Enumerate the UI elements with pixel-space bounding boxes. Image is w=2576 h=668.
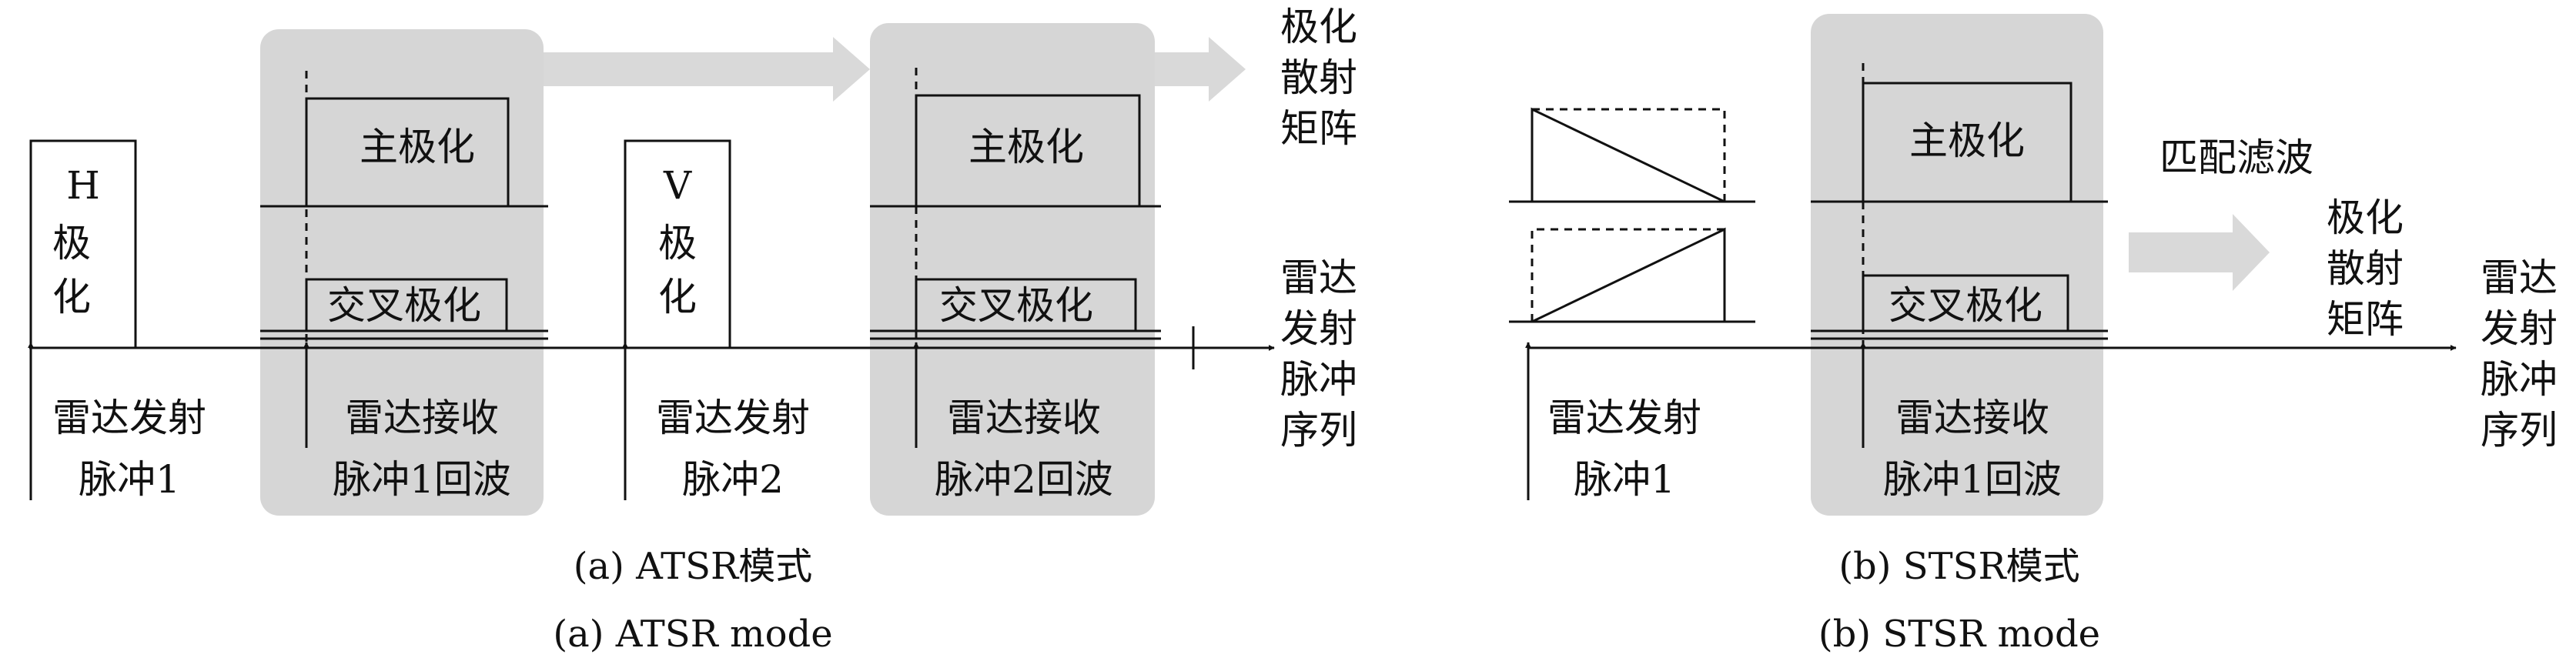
main-pol-label-2: 主极化 <box>969 125 1084 169</box>
cross-pol-pulse-b <box>1862 274 2069 331</box>
caption-a-en: (a) ATSR mode <box>553 613 832 656</box>
main-pol-pulse-b <box>1862 82 2073 202</box>
pulse-train-a-line1: 雷达 <box>1280 256 1357 300</box>
tx-1-label-line1: 雷达发射 <box>52 396 206 440</box>
flow-arrow-1 <box>544 37 870 102</box>
v-pol-pulse-box <box>624 139 731 349</box>
cross-pol-label-b: 交叉极化 <box>1889 283 2042 328</box>
matched-filter-arrow <box>2129 214 2270 291</box>
main-pol-label-b: 主极化 <box>1909 119 2025 163</box>
rx-2-label-line1: 雷达接收 <box>947 396 1101 440</box>
rx-window-1-shade <box>260 29 544 516</box>
pulse-train-b-line4: 序列 <box>2481 408 2558 453</box>
h-pol-label-1: H <box>66 163 100 208</box>
scatter-matrix-b-line1: 极化 <box>2327 195 2404 240</box>
cross-pol-pulse-2 <box>915 278 1137 331</box>
rx-2-label-line2: 脉冲2回波 <box>935 457 1113 502</box>
tx-1-label-line2: 脉冲1 <box>79 457 180 502</box>
caption-b-en: (b) STSR mode <box>1818 613 2100 656</box>
rx-window-b-shade <box>1811 14 2103 516</box>
pulse-train-a-line4: 序列 <box>1280 408 1357 453</box>
scatter-matrix-a-line1: 极化 <box>1280 5 1357 49</box>
v-pol-label-1: V <box>663 163 692 208</box>
pulse-train-a-line2: 发射 <box>1280 306 1357 351</box>
tx-2-label-line2: 脉冲2 <box>682 457 784 502</box>
main-pol-pulse-2 <box>915 94 1141 206</box>
h-pol-label-2: 极 <box>52 221 91 266</box>
down-chirp-solid <box>1531 107 1725 203</box>
main-pol-label-1: 主极化 <box>360 125 475 169</box>
flow-arrow-2 <box>1155 37 1246 102</box>
tx-b-label-line1: 雷达发射 <box>1547 396 1701 440</box>
tx-b-label-line2: 脉冲1 <box>1574 457 1675 502</box>
v-pol-label-2: 极 <box>658 221 697 266</box>
rx-1-label-line2: 脉冲1回波 <box>333 457 511 502</box>
v-pol-label-3: 化 <box>658 275 697 319</box>
rx-b-label-line1: 雷达接收 <box>1895 396 2049 440</box>
scatter-matrix-b-line2: 散射 <box>2327 246 2404 291</box>
up-chirp-dashed <box>1531 228 1725 322</box>
rx-b-label-line2: 脉冲1回波 <box>1883 457 2062 502</box>
h-pol-pulse-box <box>29 139 137 349</box>
main-pol-pulse-1 <box>305 97 510 206</box>
cross-pol-label-2: 交叉极化 <box>939 283 1093 328</box>
up-chirp-solid <box>1531 227 1726 323</box>
down-chirp-dashed <box>1532 108 1726 202</box>
panel-a: H 极 化 V 极 化 主极化 交叉极化 主极化 交叉极化 雷达发射 脉冲1 雷… <box>28 5 1357 656</box>
caption-b-cn: (b) STSR模式 <box>1838 545 2079 588</box>
pulse-train-b-line3: 脉冲 <box>2481 357 2558 402</box>
scatter-matrix-a-line3: 矩阵 <box>1280 106 1357 151</box>
tx-2-label-line1: 雷达发射 <box>656 396 810 440</box>
scatter-matrix-a-line2: 散射 <box>1280 55 1357 100</box>
matched-filter-label: 匹配滤波 <box>2159 135 2313 180</box>
h-pol-label-3: 化 <box>52 275 91 319</box>
panel-b: 主极化 交叉极化 雷达发射 脉冲1 雷达接收 脉冲1回波 匹配滤波 极化 散射 … <box>1509 14 2558 656</box>
pulse-train-b-line2: 发射 <box>2481 306 2558 351</box>
rx-window-2-shade <box>870 23 1155 516</box>
caption-a-cn: (a) ATSR模式 <box>574 545 812 588</box>
pulse-train-b-line1: 雷达 <box>2481 256 2558 300</box>
cross-pol-pulse-1 <box>305 278 508 331</box>
cross-pol-label-1: 交叉极化 <box>327 283 481 328</box>
scatter-matrix-b-line3: 矩阵 <box>2327 297 2404 342</box>
rx-1-label-line1: 雷达接收 <box>345 396 499 440</box>
pulse-train-a-line3: 脉冲 <box>1280 357 1357 402</box>
